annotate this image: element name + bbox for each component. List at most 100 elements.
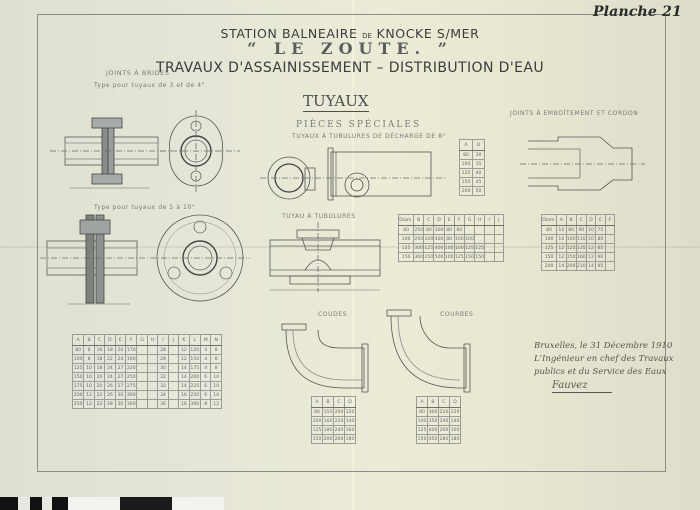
table-cell: 100 [311, 416, 323, 426]
table-cell [474, 225, 486, 235]
table-cell: 22 [93, 399, 106, 409]
table-cell [146, 399, 159, 409]
table-cell: 26 [104, 381, 116, 391]
table-cell: 125 [311, 425, 323, 435]
table-cell [604, 261, 616, 271]
signature-date: Bruxelles, le 31 Décembre 1910 [534, 341, 673, 351]
table-cell: 100 [71, 354, 85, 364]
table-cell: 100 [443, 243, 455, 253]
plate-number: Planche 21 [592, 4, 682, 20]
table-cell: 150 [71, 372, 85, 382]
table-cell: 35 [472, 159, 485, 169]
table-cell: 100 [453, 234, 465, 244]
table-cell: 300 [188, 399, 201, 409]
table-cell [484, 243, 495, 253]
table-cell [167, 372, 180, 382]
title-station-name: STATION BALNEAIRE [220, 26, 358, 41]
label-courbes: COURBES [440, 311, 474, 318]
table-cell: 30 [472, 150, 485, 160]
table-cell: 100 [453, 243, 465, 253]
table-cell: 12 [556, 243, 567, 253]
table-cell: 12 [83, 399, 95, 409]
table-cell: 120 [188, 345, 201, 355]
table-cell: 24 [104, 372, 116, 382]
table-cell: 400 [427, 425, 439, 435]
table-header-cell: H [146, 334, 159, 346]
section-subtitle: PIÈCES SPÉCIALES [296, 120, 422, 130]
table-cell: 125 [463, 243, 476, 253]
table-header-row: Diam. A B C D E F [540, 214, 616, 226]
table-header-cell: D [104, 334, 116, 346]
table-header-cell: E [595, 214, 606, 226]
label-type-small: Type pour tuyaux de 3 et de 4" [94, 82, 206, 89]
table-cell: 150 [565, 252, 577, 262]
table-cell: 360 [125, 399, 138, 409]
table-cell: 14 [556, 261, 567, 271]
table-cell: 200 [540, 261, 558, 271]
signature-title: L'Ingénieur en chef des Travaux [534, 354, 674, 364]
signature-name: Fauvez [552, 379, 612, 393]
title-station: STATION BALNEAIRE DE KNOCKE S/MER [0, 26, 700, 41]
table-cell: 30 [157, 363, 169, 373]
table-cell: 34 [157, 390, 169, 400]
table-cell: 125 [474, 243, 486, 253]
table-header-cell: N [210, 334, 222, 346]
table-cell: 150 [463, 252, 476, 262]
table-cell: 8 [83, 354, 95, 364]
ruler-segment [68, 497, 120, 510]
table-cell: 175 [188, 363, 201, 373]
ruler-segment [120, 497, 172, 510]
table-cell: 300 [125, 390, 138, 400]
table-cell [136, 390, 148, 400]
table-cell: 100 [397, 234, 415, 244]
table-cell: 300 [413, 252, 425, 262]
table-cell: 200 [458, 186, 474, 196]
title-works: TRAVAUX D'ASSAINISSEMENT – DISTRIBUTION … [156, 60, 544, 76]
table-cell: 150 [540, 252, 558, 262]
table-cell: 125 [416, 425, 428, 435]
table-header-cell: M [199, 334, 212, 346]
table-cell: 10 [585, 234, 597, 244]
table-cell: 160 [344, 425, 356, 435]
table-cell: 12 [585, 252, 597, 262]
table-cell: 250 [71, 399, 85, 409]
table-cell [136, 399, 148, 409]
table-cell: 18 [104, 345, 116, 355]
table-cell [484, 252, 495, 262]
table-cell: 12 [585, 243, 597, 253]
title-le-zoute: “ LE ZOUTE. ” [247, 39, 453, 58]
table-header-cell: B [472, 139, 485, 151]
table-cell: 24 [114, 354, 127, 364]
ruler-segment [42, 497, 52, 510]
ruler-segment [172, 497, 224, 510]
table-header-row: Diam. B C D E F G H I J [397, 214, 505, 226]
table-header-cell: C [438, 396, 450, 408]
table-header-cell: I [157, 334, 169, 346]
table-cell: 260 [333, 434, 345, 444]
table-cell: 10 [83, 363, 95, 373]
table-cell [146, 381, 159, 391]
flange-small-front-view [160, 110, 240, 192]
table-cell: 6 [199, 390, 212, 400]
table-cell: 8 [210, 354, 222, 364]
table-cell: 80 [397, 225, 415, 235]
table-cell: 250 [413, 225, 425, 235]
table-cell: 200 [565, 261, 577, 271]
table-cell [604, 225, 616, 235]
table-cell: 180 [344, 434, 356, 444]
elbow-coude-drawing [281, 323, 369, 393]
table-cell: 12 [556, 252, 567, 262]
